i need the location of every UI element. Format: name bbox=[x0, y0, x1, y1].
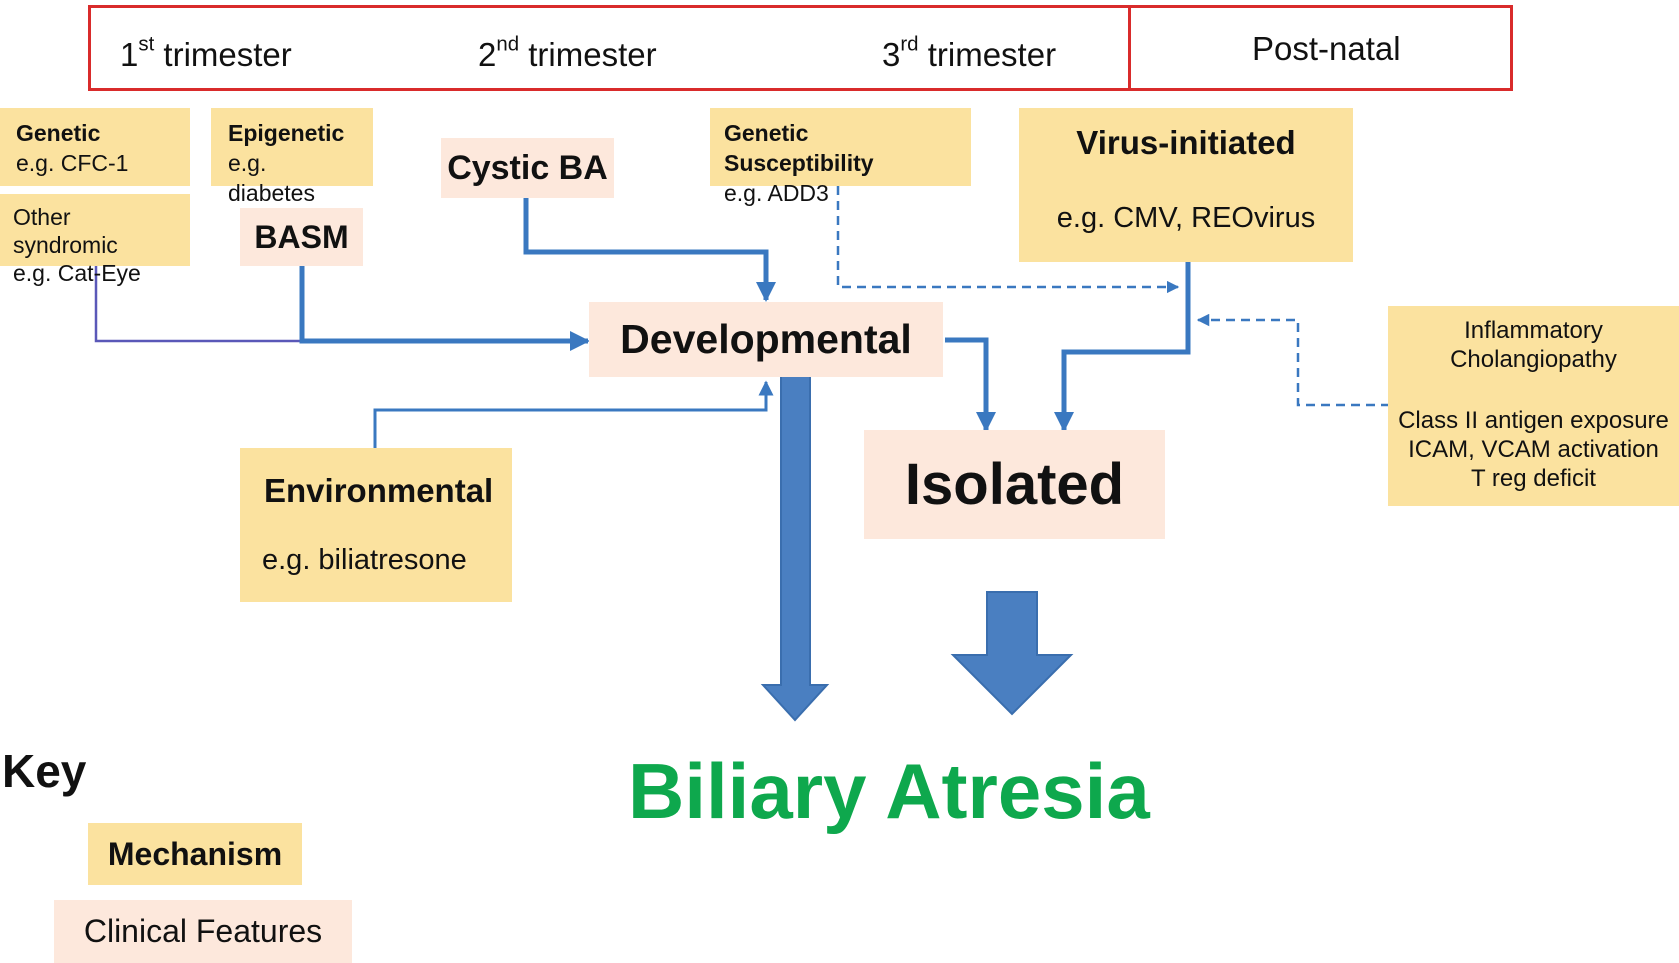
node-environmental-example: e.g. biliatresone bbox=[262, 544, 467, 576]
key-clinical-label: Clinical Features bbox=[83, 913, 323, 949]
node-epigenetic-title: Epigenetic bbox=[228, 120, 345, 146]
node-inflammatory-cholangiopathy: Inflammatory Cholangiopathy Class II ant… bbox=[1388, 306, 1679, 506]
big-arrow-isolated-to-outcome bbox=[950, 591, 1074, 716]
node-cystic-ba: Cystic BA bbox=[441, 138, 614, 198]
timeline-bar bbox=[88, 5, 1513, 91]
node-inflammatory-line3: Class II antigen exposure bbox=[1398, 407, 1669, 434]
node-genetic-susceptibility-title: Genetic Susceptibility bbox=[724, 120, 874, 176]
connector-other-syndromic bbox=[94, 264, 300, 343]
timeline-divider bbox=[1128, 5, 1131, 91]
node-genetic-example: e.g. CFC-1 bbox=[16, 150, 129, 176]
key-title: Key bbox=[2, 745, 87, 797]
node-developmental: Developmental bbox=[589, 302, 943, 377]
big-arrow-developmental-to-outcome bbox=[760, 374, 830, 722]
timeline-second-trimester: 2nd trimester bbox=[478, 32, 657, 73]
arrow-environmental-to-developmental bbox=[373, 380, 774, 448]
node-virus-initiated-title: Virus-initiated bbox=[1076, 124, 1296, 161]
arrow-developmental-to-isolated bbox=[945, 337, 996, 432]
timeline-third-trimester: 3rd trimester bbox=[882, 32, 1057, 73]
timeline-postnatal: Post-natal bbox=[1252, 30, 1401, 67]
node-genetic: Genetic e.g. CFC-1 bbox=[0, 108, 190, 186]
node-cystic-ba-title: Cystic BA bbox=[447, 148, 608, 187]
arrow-basm-to-developmental bbox=[299, 266, 590, 351]
arrow-virus-to-isolated bbox=[1054, 262, 1191, 432]
node-other-syndromic-line2: e.g. Cat-Eye bbox=[13, 260, 141, 286]
node-epigenetic: Epigenetic e.g. diabetes bbox=[211, 108, 373, 206]
node-inflammatory-line2: Cholangiopathy bbox=[1450, 346, 1617, 373]
node-genetic-susceptibility: Genetic Susceptibility e.g. ADD3 bbox=[710, 108, 971, 206]
node-developmental-title: Developmental bbox=[620, 316, 912, 362]
node-environmental-title: Environmental bbox=[264, 472, 494, 509]
node-isolated-title: Isolated bbox=[904, 452, 1125, 517]
node-epigenetic-example: e.g. diabetes bbox=[228, 150, 315, 206]
node-genetic-susceptibility-example: e.g. ADD3 bbox=[724, 180, 829, 206]
timeline-first-trimester: 1st trimester bbox=[120, 32, 292, 73]
node-isolated: Isolated bbox=[864, 430, 1165, 539]
arrow-cystic-to-developmental bbox=[523, 198, 776, 302]
arrow-genetic-susceptibility-dashed bbox=[836, 186, 1180, 294]
outcome-biliary-atresia: Biliary Atresia bbox=[628, 747, 1150, 835]
node-basm: BASM bbox=[240, 208, 363, 266]
node-environmental: Environmental e.g. biliatresone bbox=[240, 448, 512, 602]
node-inflammatory-line1: Inflammatory bbox=[1464, 317, 1603, 344]
node-basm-title: BASM bbox=[254, 218, 349, 255]
key-mechanism-label: Mechanism bbox=[107, 835, 283, 872]
node-inflammatory-line4: ICAM, VCAM activation bbox=[1408, 436, 1659, 463]
node-genetic-title: Genetic bbox=[16, 120, 101, 146]
node-other-syndromic-line1: Other syndromic bbox=[13, 204, 118, 258]
key-mechanism-swatch: Mechanism bbox=[88, 823, 302, 885]
node-virus-initiated-example: e.g. CMV, REOvirus bbox=[1056, 202, 1316, 234]
key-clinical-swatch: Clinical Features bbox=[54, 900, 352, 963]
arrow-inflammatory-dashed bbox=[1196, 313, 1390, 407]
node-virus-initiated: Virus-initiated e.g. CMV, REOvirus bbox=[1019, 108, 1353, 262]
node-other-syndromic: Other syndromic e.g. Cat-Eye bbox=[0, 194, 190, 286]
node-inflammatory-line5: T reg deficit bbox=[1471, 465, 1596, 492]
